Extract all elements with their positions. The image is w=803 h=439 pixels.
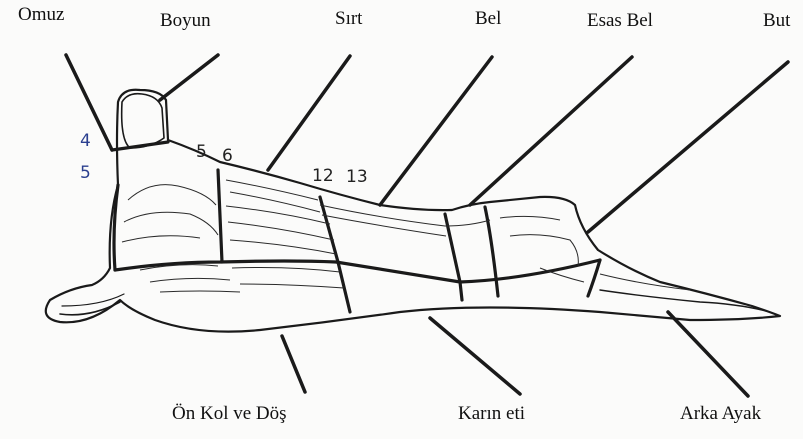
label-leg: But [763, 10, 790, 32]
label-main-loin: Esas Bel [587, 10, 653, 32]
leader-line-main-loin [470, 57, 632, 205]
label-back: Sırt [335, 8, 362, 30]
rib-number-4: 4 [80, 131, 91, 151]
rib-number-5-left: 5 [80, 163, 91, 183]
rib-number-5: 5 [196, 142, 207, 162]
label-foreleg-breast: Ön Kol ve Döş [172, 403, 287, 425]
leader-line-neck [160, 55, 218, 100]
leader-line-belly [430, 318, 520, 394]
label-waist: Bel [475, 8, 501, 30]
rib-number-12: 12 [312, 166, 334, 186]
label-hind-leg: Arka Ayak [680, 403, 761, 425]
leader-line-leg [588, 62, 788, 232]
leader-line-waist [380, 57, 492, 205]
label-belly: Karın eti [458, 403, 525, 425]
leader-line-hind-leg [668, 312, 748, 396]
carcass-outline [46, 90, 780, 332]
rib-number-13: 13 [346, 167, 368, 187]
rib-cage-sketch [122, 180, 690, 292]
label-neck: Boyun [160, 10, 211, 32]
label-shoulder: Omuz [18, 4, 64, 26]
leader-line-foreleg-breast [282, 336, 305, 392]
leader-lines [66, 55, 788, 396]
rib-number-6: 6 [222, 146, 233, 166]
leader-line-back [268, 56, 350, 170]
